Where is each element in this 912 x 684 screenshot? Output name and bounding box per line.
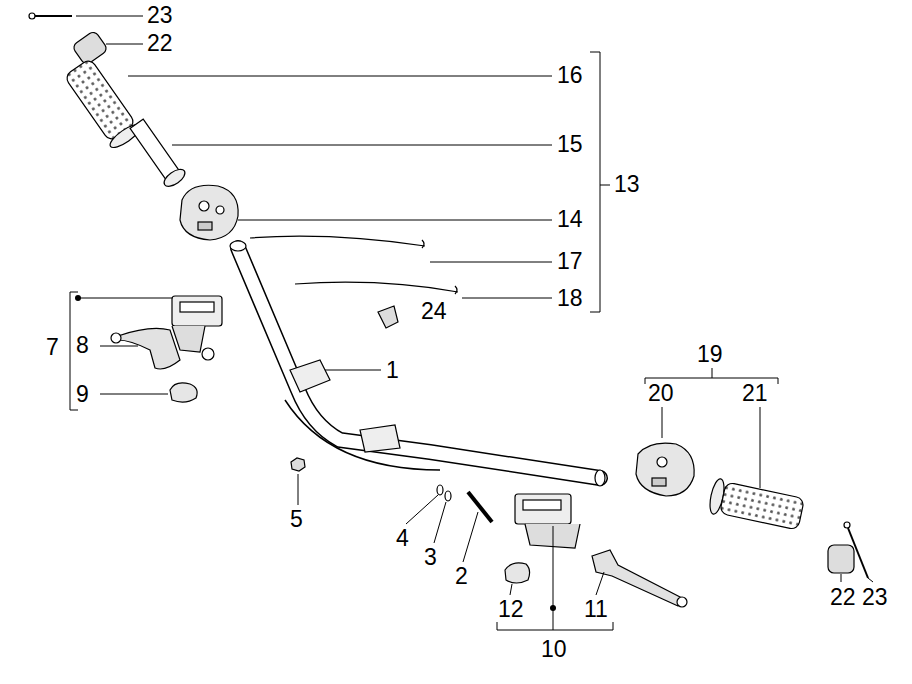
leader-lines xyxy=(70,16,873,630)
callout-number: 11 xyxy=(584,598,608,621)
callout-number: 23 xyxy=(147,4,173,27)
master-cylinder xyxy=(515,494,580,548)
callout-number: 15 xyxy=(557,133,583,156)
callout-number: 10 xyxy=(541,638,567,661)
callout-number: 1 xyxy=(386,359,399,382)
mount-plate xyxy=(360,425,400,452)
callout-number: 2 xyxy=(455,565,468,588)
cable xyxy=(250,236,425,246)
washer xyxy=(445,491,451,501)
callout-number: 14 xyxy=(557,208,583,231)
callout-number: 18 xyxy=(557,287,583,310)
washer xyxy=(437,485,443,495)
callout-number: 9 xyxy=(76,383,89,406)
throttle-tube xyxy=(127,117,188,190)
callout-number: 12 xyxy=(498,598,524,621)
mount-plate xyxy=(290,360,330,392)
bracket-dots xyxy=(75,295,556,611)
switch-housing xyxy=(636,443,694,496)
clamp xyxy=(170,383,197,402)
end-cap xyxy=(72,30,109,66)
master-cylinder xyxy=(172,296,222,360)
callout-number: 17 xyxy=(557,250,583,273)
callout-number: 8 xyxy=(76,334,89,357)
callout-number: 19 xyxy=(697,343,723,366)
cable-break xyxy=(455,286,457,294)
screw-head xyxy=(29,13,35,19)
grip xyxy=(707,478,804,532)
cable xyxy=(295,282,458,292)
callout-number: 16 xyxy=(557,64,583,87)
screw xyxy=(848,528,868,578)
screw xyxy=(34,15,72,17)
clamp xyxy=(505,563,530,583)
grip xyxy=(62,57,143,151)
nut xyxy=(291,458,305,471)
callout-number: 13 xyxy=(614,173,640,196)
handlebar xyxy=(238,248,600,478)
handlebar-bracket xyxy=(285,400,440,470)
switch-housing xyxy=(180,185,238,240)
bolt xyxy=(468,492,492,522)
callout-number: 3 xyxy=(424,546,437,569)
callout-number: 24 xyxy=(421,300,447,323)
callout-number: 22 xyxy=(147,32,173,55)
callout-number: 20 xyxy=(648,382,674,405)
callout-number: 21 xyxy=(742,382,768,405)
brake-lever xyxy=(118,328,180,369)
callout-number: 22 xyxy=(830,586,856,609)
callout-number: 5 xyxy=(290,508,303,531)
cable-break xyxy=(422,240,424,248)
clip xyxy=(378,306,398,328)
callout-number: 4 xyxy=(396,527,409,550)
callout-number: 23 xyxy=(862,586,888,609)
callout-number: 7 xyxy=(46,336,59,359)
end-cap xyxy=(828,545,854,573)
